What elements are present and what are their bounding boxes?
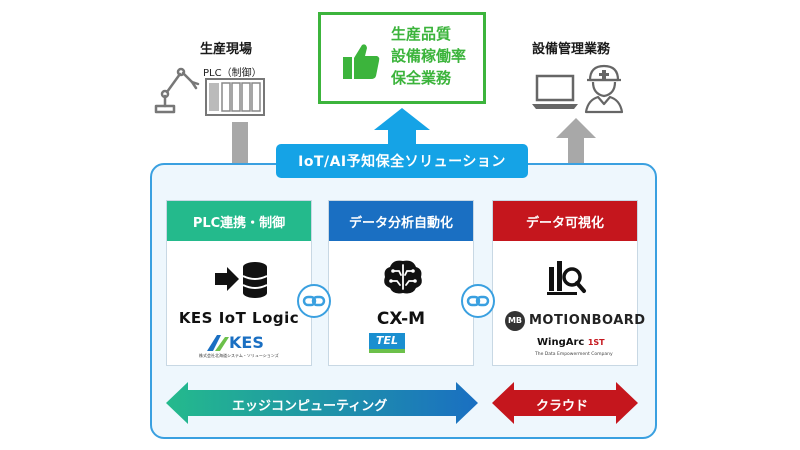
kes-company-text: 株式会社北海道システム・ソリューションズ xyxy=(199,353,279,358)
equipment-management-label: 設備管理業務 xyxy=(532,42,611,57)
chain-link-icon xyxy=(466,295,490,307)
result-uptime: 設備稼働率 xyxy=(391,47,467,65)
wingarc-suffix: 1ST xyxy=(587,338,605,347)
card-plc-integration: PLC連携・制御 KES IoT Logic KES 株式会社北海道システム・ソ… xyxy=(166,200,312,366)
results-box: 生産品質 設備稼働率 保全業務 xyxy=(318,12,486,104)
plc-device-icon xyxy=(205,78,265,116)
cloud-arrow xyxy=(492,382,638,424)
cloud-label: クラウド xyxy=(536,399,589,414)
edge-computing-arrow xyxy=(166,382,478,424)
card-header: データ可視化 xyxy=(493,201,637,241)
product-name: CX-M xyxy=(376,309,426,329)
kes-logo-mark xyxy=(207,335,229,351)
worker-helmet-icon xyxy=(584,64,624,114)
plc-label: PLC（制御） xyxy=(203,68,262,79)
card-data-visualization: データ可視化 MB MOTIONBOARD WingArc 1ST The Da… xyxy=(492,200,645,366)
production-site-label: 生産現場 xyxy=(200,42,253,57)
up-arrow-icon xyxy=(374,108,430,148)
edge-computing-label: エッジコンピューティング xyxy=(232,399,388,414)
up-arrow-gray-icon xyxy=(556,118,596,196)
results-lines: 生産品質 設備稼働率 保全業務 xyxy=(391,23,466,89)
result-quality: 生産品質 xyxy=(391,25,452,43)
tel-logo-text: TEL xyxy=(375,334,399,347)
link-icon-right xyxy=(461,284,495,318)
link-icon-left xyxy=(297,284,331,318)
card-header: データ分析自動化 xyxy=(329,201,473,241)
chart-magnifier-icon xyxy=(547,261,586,295)
laptop-icon xyxy=(532,74,578,109)
kes-logo-text: KES xyxy=(229,333,264,352)
data-import-database-icon xyxy=(215,262,268,298)
tel-logo: TEL xyxy=(369,333,405,353)
brain-circuit-icon xyxy=(384,260,422,294)
product-name: MOTIONBOARD xyxy=(529,313,646,328)
card-header: PLC連携・制御 xyxy=(167,201,311,241)
platform-title: IoT/AI予知保全ソリューション xyxy=(276,144,528,178)
motionboard-logo-mark: MB xyxy=(505,311,525,331)
wingarc-logo-text: WingArc 1ST xyxy=(537,337,605,348)
result-maintenance: 保全業務 xyxy=(391,69,452,87)
product-name: KES IoT Logic xyxy=(178,309,300,327)
robot-arm-icon xyxy=(154,67,200,114)
chain-link-icon xyxy=(302,295,326,307)
thumbs-up-icon xyxy=(343,44,380,79)
wingarc-tagline: The Data Empowerment Company xyxy=(535,352,613,357)
wingarc-name: WingArc xyxy=(537,337,585,348)
card-data-analysis: データ分析自動化 CX-M TEL xyxy=(328,200,474,366)
